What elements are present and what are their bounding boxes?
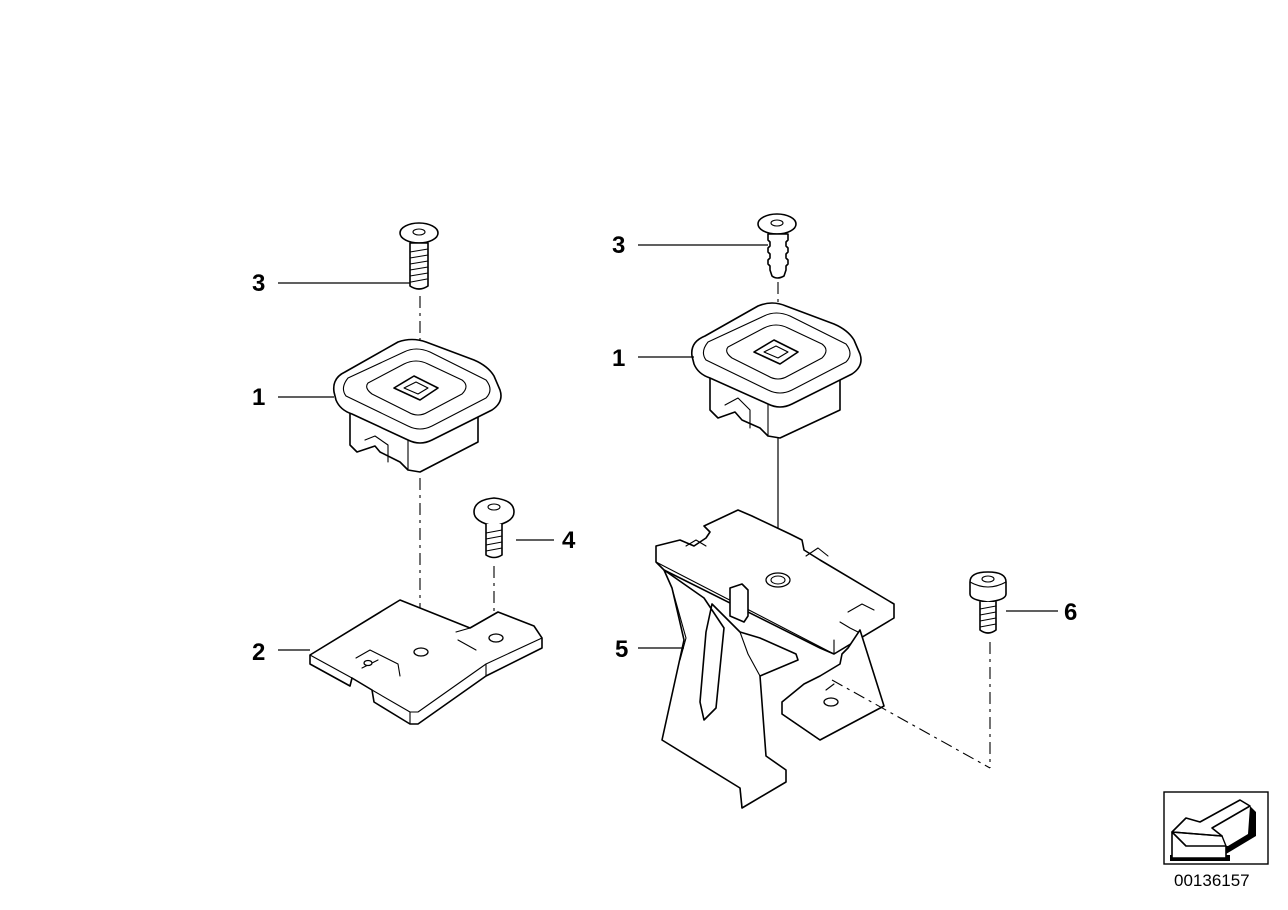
right-bracket — [655, 509, 895, 809]
left-clip — [332, 338, 502, 473]
left-screw — [473, 497, 515, 559]
callout-right-clip-screw: 3 — [612, 232, 625, 259]
callout-right-clip: 1 — [612, 345, 625, 372]
document-number: 00136157 — [1174, 871, 1250, 890]
arrow-icon — [1163, 791, 1269, 865]
callout-left-screw: 4 — [562, 527, 576, 554]
callout-left-clip: 1 — [252, 384, 265, 411]
callout-left-bracket: 2 — [252, 639, 265, 666]
callout-right-bracket: 5 — [615, 636, 628, 663]
left-clip-screw — [399, 222, 439, 290]
right-clip — [690, 302, 862, 439]
right-screw — [969, 571, 1007, 634]
callout-left-clip-screw: 3 — [252, 270, 265, 297]
left-bracket — [309, 599, 543, 725]
right-clip-screw — [757, 213, 797, 279]
callout-right-screw: 6 — [1064, 599, 1077, 626]
